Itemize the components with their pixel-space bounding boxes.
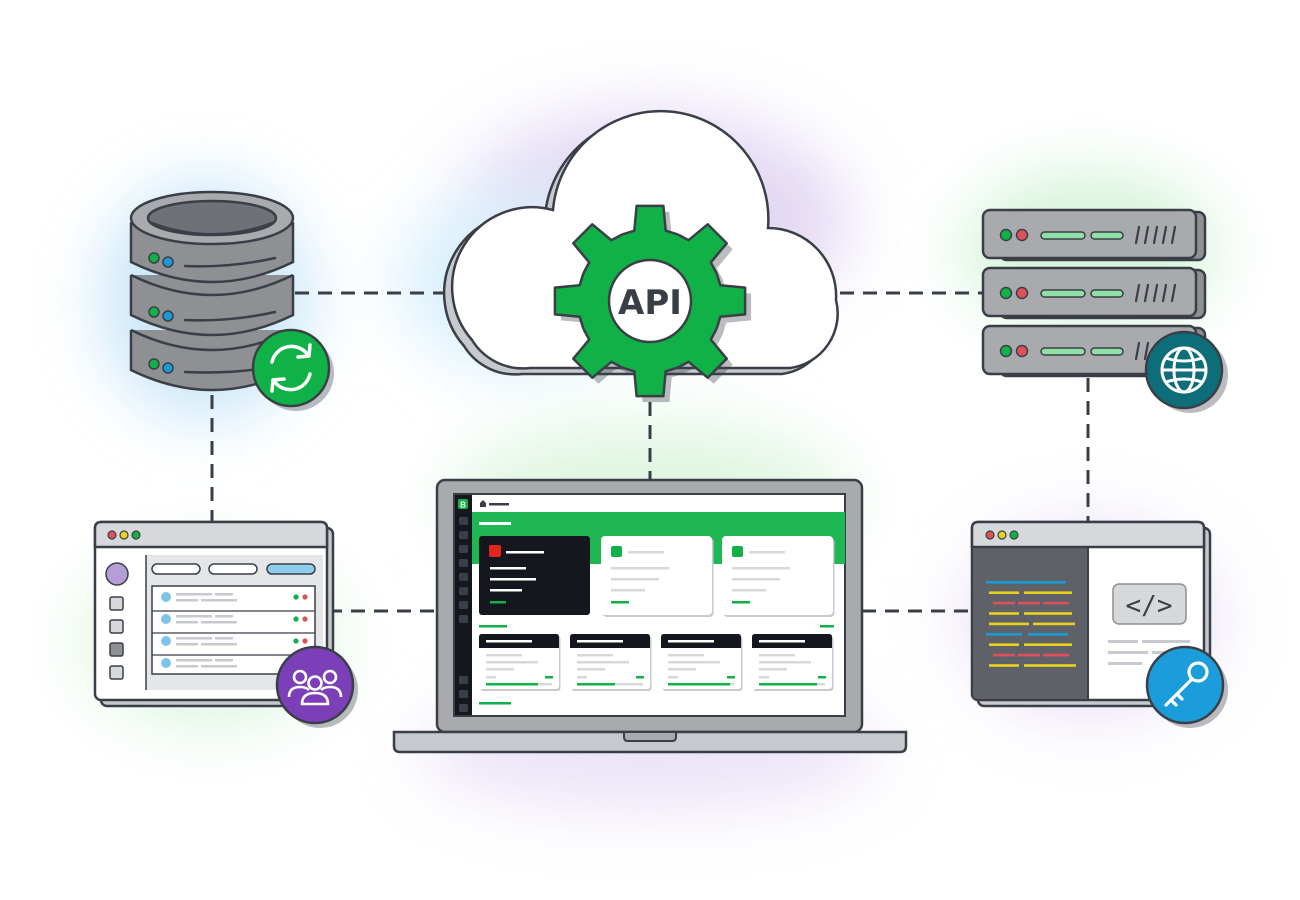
screen-row-cards (479, 634, 834, 691)
code-window-icon: </> (970, 520, 1212, 708)
key-icon (1145, 645, 1228, 728)
code-badge (1112, 583, 1187, 625)
screen-stat-cards (601, 536, 835, 617)
sync-icon (251, 328, 334, 411)
dashboard-screen: B (455, 495, 845, 715)
app-logo: B (460, 501, 466, 510)
users-icon (275, 645, 358, 728)
connection-lines (210, 291, 1090, 613)
screen-card-dark (479, 536, 590, 615)
api-hub-center (607, 258, 693, 344)
home-icon (480, 500, 486, 507)
browser-window-icon (93, 520, 335, 708)
code-symbol: </> (1126, 591, 1173, 621)
code-lines (986, 581, 1076, 667)
api-label: API (618, 283, 682, 323)
screen-sidebar-icons (459, 517, 468, 712)
globe-icon (1144, 330, 1228, 413)
database-icon (129, 190, 295, 392)
